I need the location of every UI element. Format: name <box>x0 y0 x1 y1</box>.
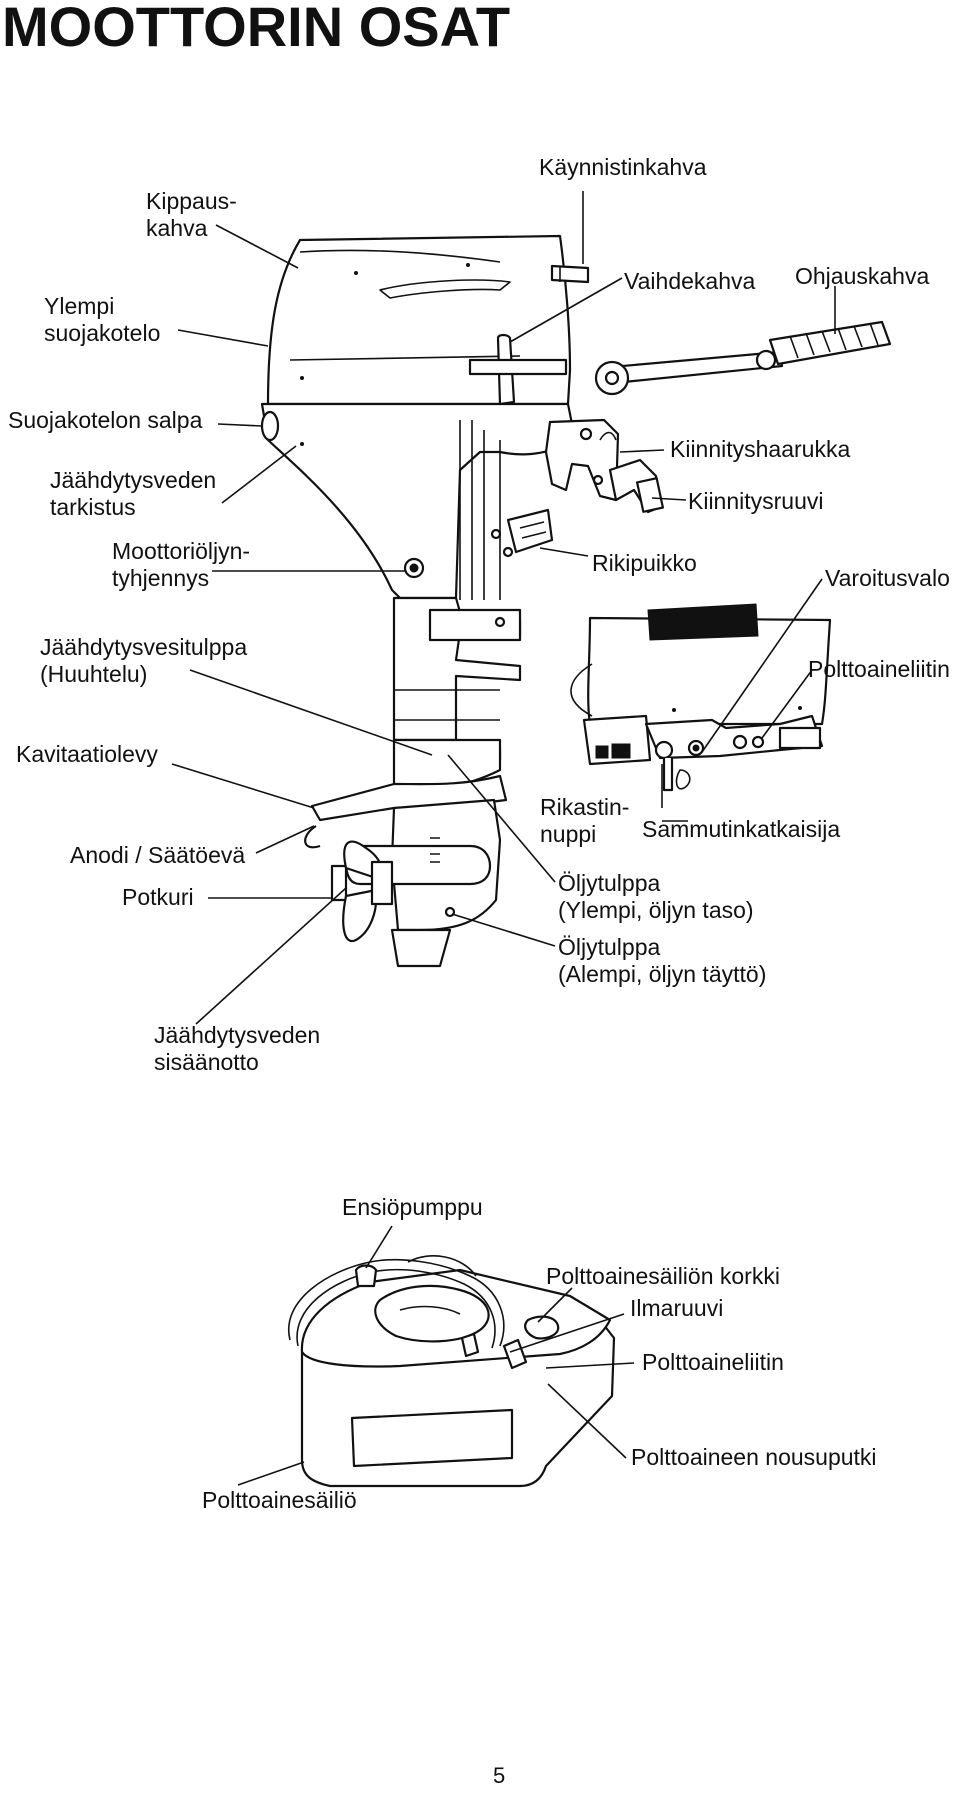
page-title: MOOTTORIN OSAT <box>2 0 511 58</box>
gear-lever-drawing <box>468 333 568 406</box>
label-kavitaatiolevy: Kavitaatiolevy <box>16 741 158 767</box>
fuel-tank-drawing <box>287 1255 616 1488</box>
lower-unit-drawing <box>304 738 508 968</box>
label-oljytulppa-ylempi: Öljytulppa (Ylempi, öljyn taso) <box>558 870 754 923</box>
stern-bracket-drawing <box>544 418 665 514</box>
label-ensiopumppu: Ensiöpumppu <box>342 1194 483 1220</box>
lower-cowling <box>260 402 574 600</box>
label-anodi: Anodi / Säätöevä <box>70 842 246 868</box>
label-kaynnistinkahva: Käynnistinkahva <box>539 154 707 180</box>
label-jaahdytysvesitulppa: Jäähdytysvesitulppa (Huuhtelu) <box>40 634 248 687</box>
label-kippauskahva: Kippaus- kahva <box>146 188 237 241</box>
label-polttoainesailio: Polttoainesäiliö <box>202 1487 357 1513</box>
label-jaahdytysveden-sisaanotto: Jäähdytysveden sisäänotto <box>154 1022 321 1075</box>
label-polttoaineliitin-tank: Polttoaineliitin <box>642 1349 784 1375</box>
label-varoitusvalo: Varoitusvalo <box>825 565 950 591</box>
label-potkuri: Potkuri <box>122 884 194 910</box>
label-polttoainesailion-korkki: Polttoainesäiliön korkki <box>546 1263 780 1289</box>
engine-leader-lines <box>171 191 836 1025</box>
label-vaihdekahva: Vaihdekahva <box>624 268 756 294</box>
label-rikastinnuppi: Rikastin- nuppi <box>540 794 630 847</box>
mount-column-drawing <box>459 420 554 600</box>
label-ohjauskahva: Ohjauskahva <box>795 263 930 289</box>
label-suojakotelon-salpa: Suojakotelon salpa <box>8 407 203 433</box>
upper-cowling <box>266 234 572 406</box>
label-sammutinkatkaisija: Sammutinkatkaisija <box>642 816 841 842</box>
tiller-drawing <box>594 320 892 396</box>
control-panel-inset <box>570 603 832 792</box>
label-rikipuikko: Rikipuikko <box>592 550 697 576</box>
label-polttoaineen-nousuputki: Polttoaineen nousuputki <box>631 1444 877 1470</box>
propeller-drawing <box>330 840 394 943</box>
label-ilmaruuvi: Ilmaruuvi <box>630 1295 724 1321</box>
label-jaahdytysveden-tarkistus: Jäähdytysveden tarkistus <box>50 467 217 520</box>
tank-leader-lines <box>237 1225 635 1486</box>
page-number: 5 <box>493 1763 506 1788</box>
label-polttoaineliitin-engine: Polttoaineliitin <box>808 656 950 682</box>
label-ylempi-suojakotelo: Ylempi suojakotelo <box>44 293 161 346</box>
label-kiinnitysruuvi: Kiinnitysruuvi <box>688 488 824 514</box>
label-moottorioljyn-tyhjennys: Moottoriöljyn- tyhjennys <box>112 538 251 591</box>
label-kiinnityshaarukka: Kiinnityshaarukka <box>670 436 851 462</box>
midsection-drawing <box>392 596 522 762</box>
starter-handle-drawing <box>550 264 590 284</box>
label-oljytulppa-alempi: Öljytulppa (Alempi, öljyn täyttö) <box>558 934 767 987</box>
